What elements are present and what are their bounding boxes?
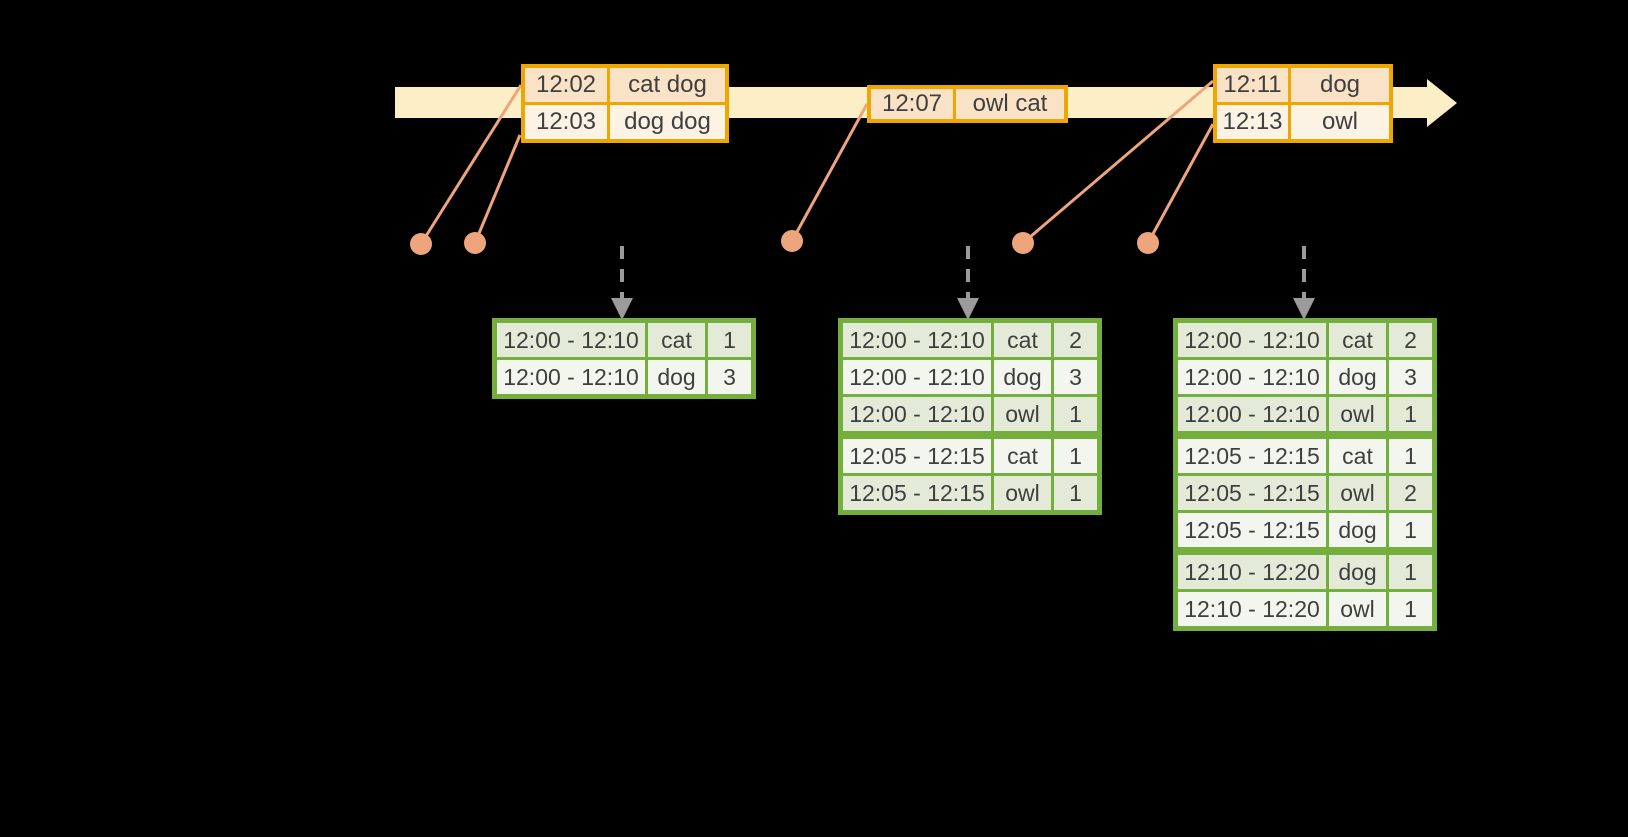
trigger-arrow-icon	[611, 246, 633, 320]
result-word-cell: dog	[994, 360, 1051, 394]
result-count-cell: 2	[1054, 323, 1097, 357]
event-words-cell: owl cat	[956, 89, 1064, 119]
result-word-cell: owl	[994, 476, 1051, 510]
result-word-cell: owl	[1329, 592, 1386, 626]
result-count-cell: 1	[1389, 555, 1432, 589]
connector-line	[473, 134, 522, 244]
trigger-arrow-icon	[957, 246, 979, 320]
event-words-cell: dog dog	[610, 105, 725, 139]
result-count-cell: 1	[1054, 476, 1097, 510]
event-dot-icon	[410, 233, 432, 255]
result-word-cell: cat	[994, 323, 1051, 357]
connector-line	[1022, 79, 1214, 245]
result-window-cell: 12:00 - 12:10	[1178, 360, 1326, 394]
event-dot-icon	[1012, 232, 1034, 254]
result-window-cell: 12:00 - 12:10	[843, 360, 991, 394]
event-time-cell: 12:02	[525, 68, 607, 102]
result-word-cell: cat	[648, 323, 705, 357]
result-count-cell: 1	[708, 323, 751, 357]
trigger-arrows	[611, 246, 1315, 320]
result-count-cell: 2	[1389, 323, 1432, 357]
event-time-cell: 12:13	[1217, 105, 1288, 139]
result-window-cell: 12:10 - 12:20	[1178, 592, 1326, 626]
event-words-cell: owl	[1291, 105, 1389, 139]
event-time-cell: 12:11	[1217, 68, 1288, 102]
result-count-cell: 1	[1389, 513, 1432, 547]
event-dot-icon	[781, 230, 803, 252]
event-dots	[410, 230, 1159, 255]
trigger-arrow-icon	[1293, 246, 1315, 320]
result-window-cell: 12:10 - 12:20	[1178, 555, 1326, 589]
result-window-cell: 12:05 - 12:15	[1178, 513, 1326, 547]
result-word-cell: dog	[1329, 360, 1386, 394]
result-window-cell: 12:00 - 12:10	[1178, 323, 1326, 357]
result-count-cell: 1	[1054, 397, 1097, 431]
result-count-cell: 3	[1054, 360, 1097, 394]
result-word-cell: dog	[1329, 555, 1386, 589]
event-dot-icon	[464, 232, 486, 254]
event-words-cell: dog	[1291, 68, 1389, 102]
result-count-cell: 2	[1389, 476, 1432, 510]
result-window-cell: 12:00 - 12:10	[1178, 397, 1326, 431]
result-count-cell: 3	[1389, 360, 1432, 394]
result-word-cell: dog	[648, 360, 705, 394]
result-window-cell: 12:00 - 12:10	[497, 323, 645, 357]
result-window-cell: 12:00 - 12:10	[843, 397, 991, 431]
connector-line	[419, 84, 523, 245]
result-window-cell: 12:05 - 12:15	[843, 476, 991, 510]
result-window-cell: 12:05 - 12:15	[1178, 439, 1326, 473]
result-count-cell: 3	[708, 360, 751, 394]
result-count-cell: 1	[1054, 439, 1097, 473]
result-window-cell: 12:05 - 12:15	[843, 439, 991, 473]
result-word-cell: owl	[1329, 397, 1386, 431]
result-window-cell: 12:00 - 12:10	[497, 360, 645, 394]
result-count-cell: 1	[1389, 439, 1432, 473]
result-count-cell: 1	[1389, 592, 1432, 626]
event-time-cell: 12:03	[525, 105, 607, 139]
connector-line	[790, 103, 869, 242]
result-count-cell: 1	[1389, 397, 1432, 431]
result-window-cell: 12:00 - 12:10	[843, 323, 991, 357]
result-word-cell: cat	[994, 439, 1051, 473]
event-connector-lines	[419, 79, 1215, 245]
event-dot-icon	[1137, 232, 1159, 254]
result-word-cell: dog	[1329, 513, 1386, 547]
result-window-cell: 12:05 - 12:15	[1178, 476, 1326, 510]
result-word-cell: owl	[994, 397, 1051, 431]
result-word-cell: cat	[1329, 439, 1386, 473]
event-time-cell: 12:07	[871, 89, 953, 119]
result-word-cell: cat	[1329, 323, 1386, 357]
result-word-cell: owl	[1329, 476, 1386, 510]
event-words-cell: cat dog	[610, 68, 725, 102]
connector-line	[1146, 123, 1215, 244]
